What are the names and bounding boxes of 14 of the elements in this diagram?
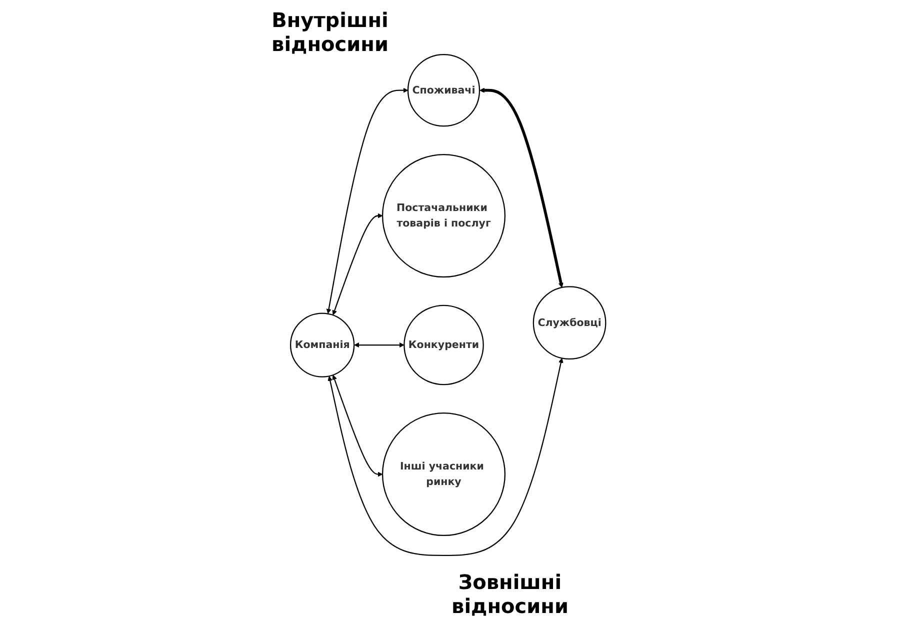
node-circle: Конкуренти — [404, 304, 484, 386]
arrow — [354, 342, 405, 348]
node-circle: Компанія — [290, 312, 356, 378]
region-label: Зовнішні відносини — [450, 570, 570, 617]
node-circle: Інші учасники ринку — [382, 412, 506, 536]
region-label: Внутрішні відносини — [270, 8, 390, 56]
node-circle: Службовці — [533, 286, 607, 360]
arrow — [328, 358, 564, 556]
arrow — [326, 88, 409, 314]
arrow — [332, 374, 384, 477]
arrow — [480, 88, 564, 288]
arrow — [332, 213, 384, 316]
node-circle: Споживачі — [408, 54, 480, 127]
node-circle: Постачальники товарів і послуг — [382, 154, 506, 278]
